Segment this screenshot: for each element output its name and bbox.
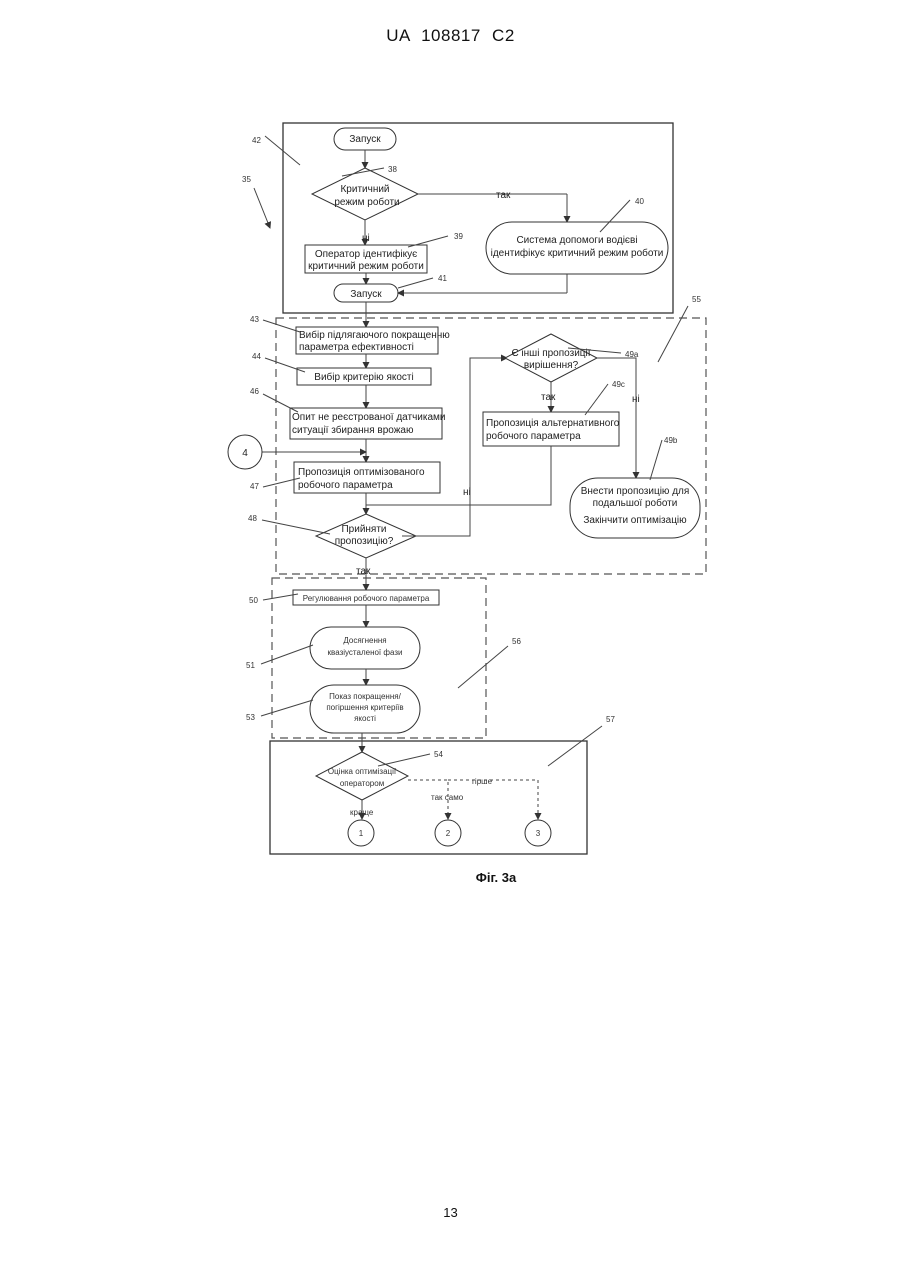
- ref-55: 55: [692, 295, 701, 304]
- ref-38: 38: [388, 165, 397, 174]
- ref-42: 42: [252, 136, 261, 145]
- ref-54: 54: [434, 750, 443, 759]
- save-proposal-line1: Внести пропозицію для: [581, 486, 690, 497]
- decision-evaluate-line1: Оцінка оптимізації: [328, 767, 397, 776]
- system-identifies-line1: Система допомоги водієві: [516, 235, 637, 246]
- connector-2-label: 2: [446, 829, 451, 838]
- ref-35: 35: [242, 175, 251, 184]
- decision-accept-line1: Прийняти: [341, 524, 386, 535]
- decision-other-line2: вирішення?: [524, 360, 579, 371]
- propose-alt-line2: робочого параметра: [486, 430, 581, 442]
- connector-4-label: 4: [242, 448, 248, 459]
- edge-yes-other: так: [541, 392, 556, 403]
- edge-yes-critical: так: [496, 190, 511, 201]
- ref-43: 43: [250, 315, 259, 324]
- show-change-line3: якості: [354, 714, 376, 723]
- start-label-2: Запуск: [350, 289, 382, 300]
- start-label-1: Запуск: [349, 134, 381, 145]
- ref-40: 40: [635, 197, 644, 206]
- ref-49c: 49c: [612, 380, 625, 389]
- ref-51: 51: [246, 661, 255, 670]
- propose-optimized-line2: робочого параметра: [298, 479, 393, 491]
- experience-line1: Опит не реєстрованої датчиками: [292, 412, 446, 423]
- quasi-steady-line2: квазіусталеної фази: [328, 648, 403, 657]
- finish-label: Закінчити оптимізацію: [583, 515, 687, 526]
- ref-46: 46: [250, 387, 259, 396]
- ref-49a: 49a: [625, 350, 639, 359]
- ref-49b: 49b: [664, 436, 678, 445]
- system-identifies-line2: ідентифікує критичний режим роботи: [491, 247, 664, 259]
- ref-56: 56: [512, 637, 521, 646]
- decision-accept-line2: пропозицію?: [335, 536, 394, 547]
- show-change-line1: Показ покращення/: [329, 692, 401, 701]
- select-parameter-line1: Вибір підлягаючого покращенню: [299, 329, 450, 341]
- connector-3-label: 3: [536, 829, 541, 838]
- propose-alt-line1: Пропозиція альтернативного: [486, 418, 620, 429]
- edge-no-accept: ні: [463, 487, 471, 498]
- ref-39: 39: [454, 232, 463, 241]
- propose-optimized-line1: Пропозиція оптимізованого: [298, 467, 425, 478]
- page-number: 13: [0, 1205, 901, 1220]
- decision-critical-line2: режим роботи: [334, 196, 399, 208]
- experience-line2: ситуації збирання врожаю: [292, 424, 414, 436]
- ref-44: 44: [252, 352, 261, 361]
- ref-48: 48: [248, 514, 257, 523]
- decision-evaluate-line2: оператором: [340, 779, 384, 788]
- edge-yes-accept: так: [356, 566, 371, 577]
- adjust-parameter-label: Регулювання робочого параметра: [303, 594, 430, 603]
- show-change-line2: погіршення критеріїв: [326, 703, 403, 712]
- connector-1-label: 1: [359, 829, 364, 838]
- ref-50: 50: [249, 596, 258, 605]
- operator-identifies-line1: Оператор ідентифікує: [315, 248, 417, 260]
- edge-no-other: ні: [632, 394, 640, 405]
- edge-no-critical: ні: [362, 233, 370, 244]
- ref-47: 47: [250, 482, 259, 491]
- select-criterion-label: Вибір критерію якості: [314, 371, 413, 383]
- edge-same: так само: [431, 793, 464, 802]
- operator-identifies-line2: критичний режим роботи: [308, 260, 424, 272]
- edge-worse: гірше: [472, 777, 493, 786]
- edge-better: краще: [350, 808, 374, 817]
- save-proposal-line2: подальшої роботи: [593, 497, 678, 509]
- quasi-steady-line1: Досягнення: [343, 636, 386, 645]
- decision-other-line1: Є інші пропозиції: [511, 348, 590, 359]
- ref-41: 41: [438, 274, 447, 283]
- decision-critical-line1: Критичний: [340, 184, 389, 195]
- figure-caption: Фіг. 3а: [476, 870, 517, 885]
- ref-53: 53: [246, 713, 255, 722]
- ref-57: 57: [606, 715, 615, 724]
- select-parameter-line2: параметра ефективності: [299, 341, 414, 353]
- decision-evaluate: [316, 752, 408, 800]
